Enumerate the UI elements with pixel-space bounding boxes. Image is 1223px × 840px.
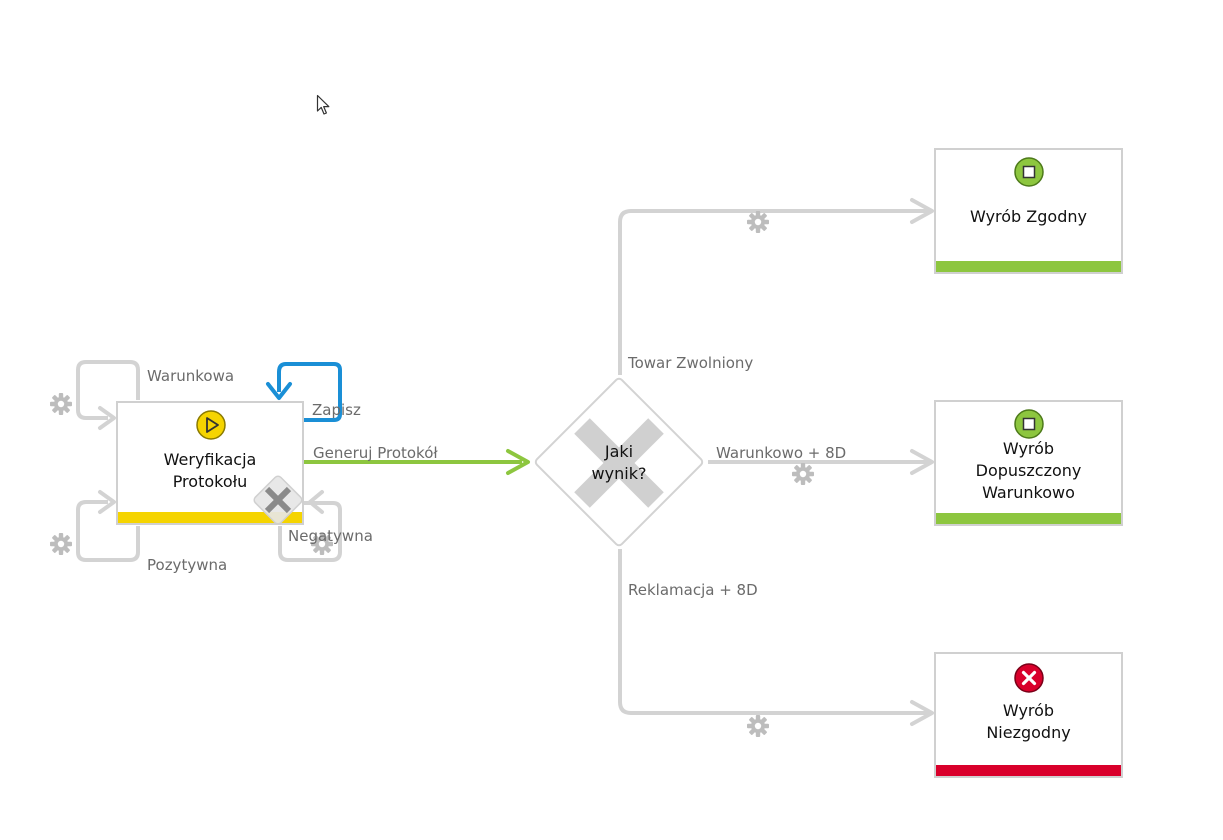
end-wyrob-dopuszczony-warunkowo[interactable]: Wyrób Dopuszczony Warunkowo <box>934 400 1123 526</box>
end-status-bar <box>936 765 1121 776</box>
exclusive-gateway-x-icon <box>574 418 664 508</box>
loop-zapisz-connector[interactable] <box>266 362 342 422</box>
end-wyrob-niezgodny[interactable]: Wyrób Niezgodny <box>934 652 1123 778</box>
gear-icon[interactable] <box>747 715 769 737</box>
gateway-label-line2: wynik? <box>591 464 647 483</box>
flow-towar-zwolniony[interactable] <box>618 198 934 375</box>
gear-icon[interactable] <box>50 533 72 555</box>
end-status-bar <box>936 513 1121 524</box>
gear-icon[interactable] <box>792 463 814 485</box>
label-reklamacja-8d[interactable]: Reklamacja + 8D <box>628 581 758 599</box>
label-generuj-protokol[interactable]: Generuj Protokół <box>313 444 438 462</box>
end-title-line2: Niezgodny <box>986 723 1071 742</box>
end-wyrob-zgodny[interactable]: Wyrób Zgodny <box>934 148 1123 274</box>
end-title-line1: Wyrób <box>1002 701 1055 720</box>
loop-pozytywna-connector[interactable] <box>76 490 140 562</box>
stop-icon <box>1014 409 1044 439</box>
task-title-line1: Weryfikacja <box>163 450 257 469</box>
stop-icon <box>1014 157 1044 187</box>
cancel-icon <box>1014 663 1044 693</box>
task-status-bar <box>118 512 302 523</box>
label-negatywna[interactable]: Negatywna <box>288 527 373 545</box>
label-towar-zwolniony[interactable]: Towar Zwolniony <box>628 354 754 372</box>
flow-reklamacja-8d[interactable] <box>618 549 934 726</box>
mouse-cursor-icon <box>316 94 330 115</box>
end-title-line3: Warunkowo <box>982 483 1075 502</box>
task-weryfikacja-protokolu[interactable]: Weryfikacja Protokołu <box>116 401 304 525</box>
loop-warunkowa-connector[interactable] <box>76 360 140 430</box>
end-title-line2: Dopuszczony <box>975 461 1082 480</box>
gateway-label-line1: Jaki <box>604 442 634 461</box>
loop-negatywna-connector[interactable] <box>278 490 342 562</box>
label-pozytywna[interactable]: Pozytywna <box>147 556 228 574</box>
flow-generuj-protokol[interactable] <box>303 449 530 475</box>
end-status-bar <box>936 261 1121 272</box>
label-zapisz[interactable]: Zapisz <box>312 401 361 419</box>
gateway-diamond[interactable] <box>534 377 704 547</box>
label-warunkowo-8d[interactable]: Warunkowo + 8D <box>716 444 847 462</box>
gear-icon[interactable] <box>747 211 769 233</box>
gear-icon[interactable] <box>50 393 72 415</box>
task-title-line2: Protokołu <box>172 472 248 491</box>
gateway-label: Jaki wynik? <box>569 441 669 485</box>
flow-warunkowo-8d[interactable] <box>708 449 934 475</box>
end-title-line1: Wyrób <box>1002 439 1055 458</box>
play-icon <box>196 410 226 440</box>
inline-gateway-x[interactable] <box>246 468 310 532</box>
label-warunkowa[interactable]: Warunkowa <box>147 367 235 385</box>
end-title-line1: Wyrób Zgodny <box>970 207 1087 226</box>
